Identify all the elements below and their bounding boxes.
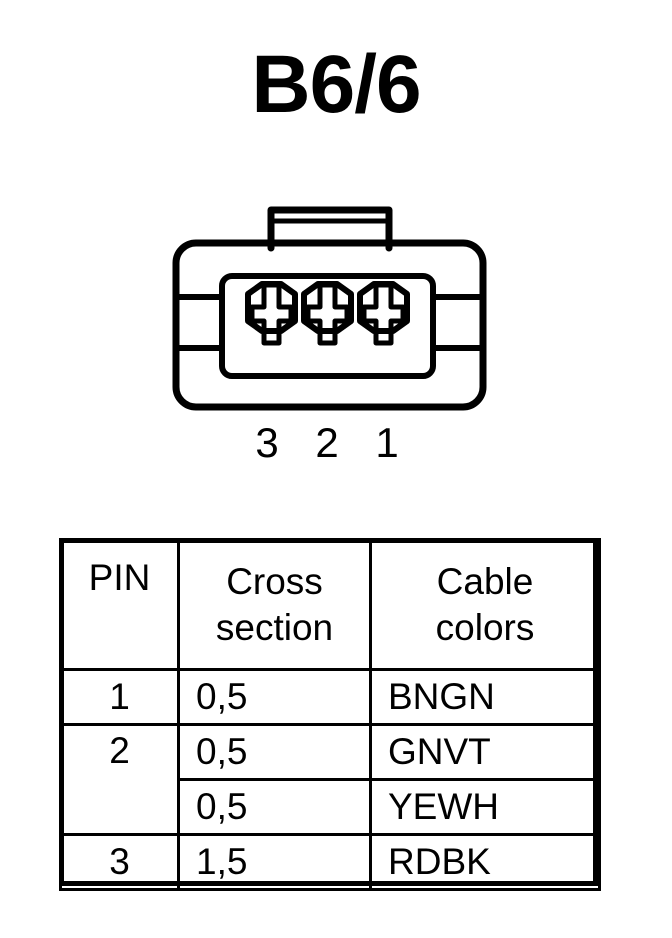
connector-latch-tab (267, 206, 393, 252)
connector-housing-outline (172, 239, 487, 411)
page-title: B6/6 (251, 39, 421, 130)
pin-number-row: 3 2 1 (0, 418, 672, 468)
pin-label-2: 2 (315, 419, 339, 466)
column-header-cable-colors-line1: Cable (436, 560, 534, 602)
column-header-cross-section-line1: Cross (226, 560, 323, 602)
table-row: 1 0,5 BNGN (59, 668, 601, 726)
cell-pin: 3 (59, 833, 180, 891)
cross-terminal-icon (301, 281, 354, 346)
cell-pin: 2 (59, 723, 180, 836)
table-row: 2 0,5 GNVT (59, 723, 601, 836)
pin-label-3: 3 (255, 419, 279, 466)
cell-cross-section: 1,5 (177, 833, 372, 891)
cell-cable-color: BNGN (369, 668, 601, 726)
cell-cable-color: GNVT (369, 723, 601, 781)
column-header-cable-colors-line2: colors (435, 606, 535, 648)
connector-diagram (0, 190, 672, 480)
column-header-cable-colors: Cable colors (369, 538, 601, 671)
table-header: PIN Cross section Cable colors (59, 538, 601, 671)
cross-terminal-icon (245, 281, 298, 346)
connector-inner-frame (219, 273, 436, 379)
wiring-table: PIN Cross section Cable colors 1 0,5 BNG… (59, 538, 601, 891)
cell-cable-color: RDBK (369, 833, 601, 891)
table-body: 1 0,5 BNGN 2 0,5 GNVT 0,5 YEWH 3 1,5 RDB… (59, 668, 601, 891)
table-row: 3 1,5 RDBK (59, 833, 601, 891)
cell-cross-section: 0,5 (177, 668, 372, 726)
column-header-pin: PIN (59, 538, 180, 671)
table-row: 0,5 YEWH (61, 778, 601, 836)
cell-cable-color: YEWH (369, 778, 601, 836)
connector-side-rails (176, 294, 483, 351)
cross-terminal-icon (357, 281, 410, 346)
pin-label-1: 1 (375, 419, 399, 466)
cell-cross-section: 0,5 (177, 723, 372, 781)
column-header-cross-section-line2: section (215, 606, 334, 648)
table-header-row: PIN Cross section Cable colors (59, 538, 601, 671)
cell-cross-section: 0,5 (177, 778, 372, 836)
cell-pin: 1 (59, 668, 180, 726)
column-header-cross-section: Cross section (177, 538, 372, 671)
